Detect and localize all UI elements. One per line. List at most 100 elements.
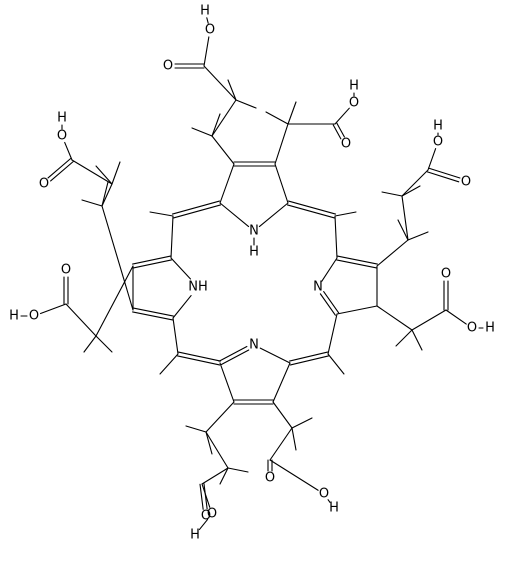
bond-to-hydrogen bbox=[411, 329, 423, 351]
single-bond bbox=[259, 347, 291, 364]
atom-label-o: O bbox=[441, 267, 451, 282]
atom-label-o: O bbox=[39, 177, 49, 192]
single-bond bbox=[101, 205, 134, 311]
bond-to-hydrogen bbox=[381, 191, 403, 197]
double-bond bbox=[177, 351, 221, 362]
bond-to-hydrogen bbox=[149, 211, 174, 217]
double-bond bbox=[287, 200, 337, 215]
bond-to-hydrogen bbox=[95, 335, 113, 353]
atom-label-text: O bbox=[341, 137, 351, 152]
atom-label-text: H bbox=[349, 79, 359, 94]
atom-label-h: H bbox=[433, 119, 443, 134]
single-bond bbox=[172, 295, 192, 319]
bond-to-hydrogen bbox=[397, 219, 409, 241]
single-bond bbox=[65, 303, 97, 337]
atom-label-o: O bbox=[207, 507, 217, 522]
single-bond bbox=[170, 257, 192, 280]
bond-to-hydrogen bbox=[211, 113, 221, 137]
double-bond bbox=[336, 259, 378, 269]
atom-label-text: O bbox=[163, 59, 173, 74]
double-bond bbox=[288, 351, 329, 362]
bond-to-hydrogen bbox=[227, 467, 249, 473]
single-bond bbox=[206, 17, 209, 24]
single-bond bbox=[376, 305, 413, 331]
double-bond bbox=[47, 157, 72, 179]
bond-to-hydrogen bbox=[191, 127, 213, 137]
atom-label-text: H bbox=[200, 4, 210, 19]
single-bond bbox=[211, 99, 237, 137]
atom-label-h: H bbox=[485, 321, 495, 336]
bond-to-hydrogen bbox=[395, 329, 413, 347]
bond-to-hydrogen bbox=[291, 417, 313, 429]
atom-label-text: O bbox=[467, 321, 477, 336]
atom-label-text: N bbox=[313, 280, 323, 295]
single-bond bbox=[205, 431, 229, 469]
single-bond bbox=[40, 303, 67, 315]
atom-label-text: O bbox=[265, 471, 275, 486]
atom-label-text: O bbox=[207, 507, 217, 522]
single-bond bbox=[334, 215, 338, 259]
atom-label-text: O bbox=[205, 23, 215, 38]
single-bond bbox=[272, 362, 291, 403]
bond-to-hydrogen bbox=[265, 111, 289, 125]
single-bond bbox=[101, 183, 113, 207]
double-bond bbox=[426, 171, 460, 183]
single-bond bbox=[172, 317, 179, 355]
atom-label-o: O bbox=[61, 263, 71, 278]
single-bond bbox=[205, 401, 235, 433]
single-bond bbox=[336, 305, 378, 315]
atom-label-text: O bbox=[57, 129, 67, 144]
single-bond bbox=[71, 159, 113, 185]
atom-label-o: O bbox=[163, 59, 173, 74]
single-bond bbox=[334, 107, 350, 125]
single-bond bbox=[170, 215, 174, 259]
single-bond bbox=[401, 169, 429, 197]
atom-label-o: O bbox=[57, 129, 67, 144]
double-bond bbox=[177, 355, 221, 366]
bond-to-hydrogen bbox=[83, 335, 97, 353]
atom-label-text: O bbox=[349, 96, 359, 111]
atom-label-text: N bbox=[249, 338, 259, 353]
atom-label-n: N bbox=[249, 224, 259, 239]
atom-label-text: H bbox=[329, 501, 339, 516]
single-bond bbox=[203, 36, 210, 67]
double-bond bbox=[286, 204, 336, 219]
bond-to-hydrogen bbox=[81, 199, 103, 207]
bond-to-hydrogen bbox=[401, 185, 421, 197]
double-bond bbox=[289, 355, 330, 366]
double-bond bbox=[218, 345, 248, 362]
single-bond bbox=[64, 141, 73, 161]
single-bond bbox=[269, 427, 293, 461]
bond-to-hydrogen bbox=[287, 101, 297, 125]
single-bond bbox=[219, 163, 235, 204]
single-bond bbox=[219, 202, 250, 228]
single-bond bbox=[269, 459, 319, 491]
double-bond bbox=[199, 483, 204, 510]
bond-to-hydrogen bbox=[407, 231, 429, 241]
single-bond bbox=[327, 499, 331, 503]
atom-label-text: H bbox=[249, 245, 259, 260]
single-bond bbox=[198, 518, 209, 531]
atom-label-text: H bbox=[9, 309, 19, 324]
atom-label-text: H bbox=[190, 528, 200, 543]
single-bond bbox=[95, 265, 134, 337]
atom-label-text: O bbox=[201, 509, 211, 524]
double-bond bbox=[132, 311, 174, 321]
double-bond bbox=[132, 307, 174, 317]
atom-label-text: O bbox=[29, 309, 39, 324]
atom-label-text: O bbox=[319, 487, 329, 502]
single-bond bbox=[327, 313, 338, 355]
single-bond bbox=[201, 483, 211, 508]
single-bond bbox=[411, 309, 447, 331]
atom-label-o: O bbox=[433, 135, 443, 150]
atom-label-o: O bbox=[205, 23, 215, 38]
double-bond bbox=[50, 160, 74, 182]
single-bond bbox=[211, 135, 235, 165]
bond-to-hydrogen bbox=[111, 161, 121, 185]
single-bond bbox=[258, 202, 289, 228]
atom-label-text: O bbox=[461, 175, 471, 190]
atom-label-text: H bbox=[485, 321, 495, 336]
atom-label-text: NH bbox=[188, 280, 208, 295]
bond-layer bbox=[20, 17, 484, 531]
